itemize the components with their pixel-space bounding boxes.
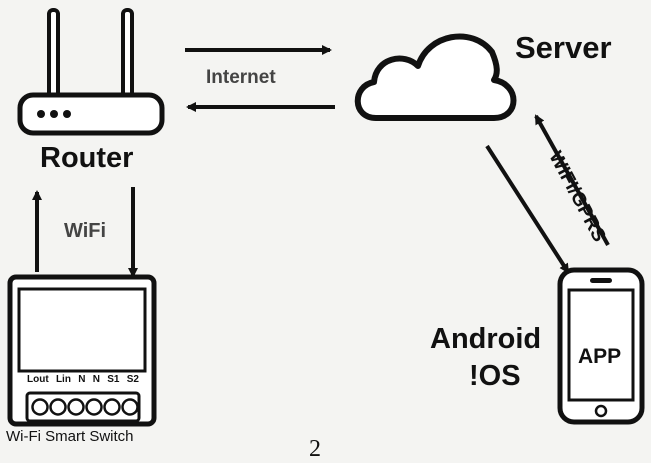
terminal-label: N (92, 374, 100, 385)
terminal-label: Lin (55, 374, 71, 385)
terminal-label: S2 (126, 374, 139, 385)
android-label: Android (430, 323, 542, 355)
page-number: 2 (309, 436, 321, 462)
smartphone-icon (557, 267, 645, 425)
terminal-label: N (78, 374, 86, 385)
terminal-labels: Lout Lin N N S1 S2 (27, 374, 139, 385)
server-label: Server (515, 30, 612, 65)
terminal-label: Lout (27, 374, 49, 385)
gprs-arrow-down (485, 144, 570, 274)
ios-label: !OS (469, 360, 521, 392)
router-label: Router (40, 142, 134, 174)
gprs-arrow-up (534, 114, 610, 246)
internet-label: Internet (206, 67, 276, 88)
cloud-icon (354, 33, 517, 121)
wifi-label: WiFi (64, 220, 107, 242)
smart-switch-label: Wi-Fi Smart Switch (6, 428, 134, 445)
router-icon (17, 8, 165, 136)
smart-switch-icon (7, 274, 157, 427)
terminal-label: S1 (107, 374, 120, 385)
app-label: APP (578, 345, 622, 368)
